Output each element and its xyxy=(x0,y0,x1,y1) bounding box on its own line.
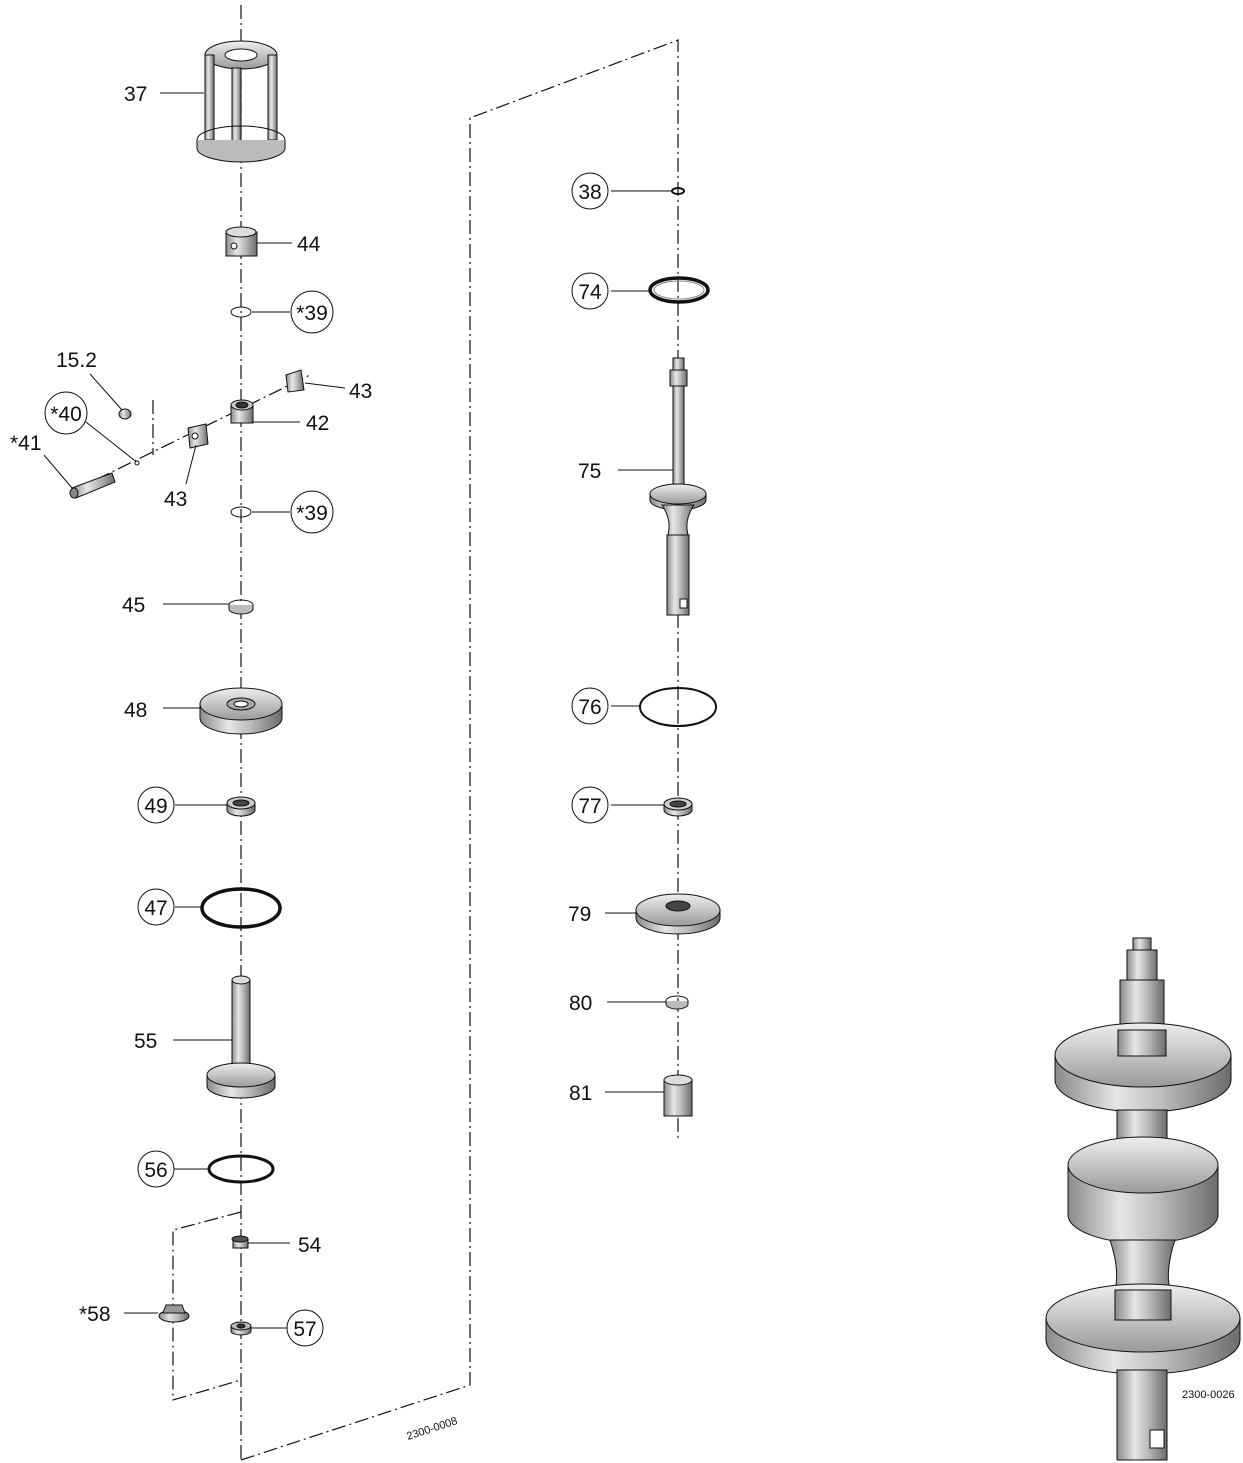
part-80-ring xyxy=(665,995,689,1010)
part-54-insert xyxy=(231,1235,249,1249)
label-77: 77 xyxy=(578,795,601,818)
part-40-ring xyxy=(134,460,140,466)
part-45-ring xyxy=(228,599,254,615)
part-37-cage xyxy=(196,40,286,163)
figure-code-detail: 2300-0026 xyxy=(1182,1389,1235,1401)
part-49-ring xyxy=(226,796,256,817)
figure-code-main: 2300-0008 xyxy=(405,1415,459,1443)
assembly-centerlines xyxy=(74,5,679,1461)
part-44-sleeve xyxy=(225,226,258,257)
label-81: 81 xyxy=(569,1082,592,1105)
label-57: 57 xyxy=(293,1318,316,1341)
part-77-ring xyxy=(663,797,693,817)
label-48: 48 xyxy=(124,699,147,722)
label-79: 79 xyxy=(568,903,591,926)
label-49: 49 xyxy=(144,795,167,818)
part-39-oring-lower xyxy=(230,506,252,518)
label-39-lower: *39 xyxy=(296,502,328,525)
label-15-2: 15.2 xyxy=(56,349,97,372)
label-54: 54 xyxy=(298,1234,322,1257)
leader-lines xyxy=(43,92,673,1329)
label-56: 56 xyxy=(144,1159,167,1182)
part-39-oring-upper xyxy=(230,306,252,318)
part-57-washer xyxy=(230,1321,252,1336)
part-42-bushing xyxy=(230,399,254,424)
label-76: 76 xyxy=(578,696,601,719)
part-labels: 37 44 *39 15.2 43 *40 42 *41 43 *39 45 4… xyxy=(10,83,1235,1443)
part-48-disc xyxy=(199,687,283,735)
label-39-upper: *39 xyxy=(296,302,328,325)
part-76-oring xyxy=(639,687,717,727)
label-40: *40 xyxy=(50,403,82,426)
label-80: 80 xyxy=(569,992,592,1015)
part-15-2-plug xyxy=(118,408,132,420)
label-38: 38 xyxy=(578,181,601,204)
label-37: 37 xyxy=(124,83,147,106)
part-43-clip-left xyxy=(187,423,209,449)
part-75-valve-stem xyxy=(649,357,707,616)
part-58-nut xyxy=(158,1304,190,1323)
part-74-ring xyxy=(648,276,710,304)
label-43-left: 43 xyxy=(164,488,187,511)
label-circles xyxy=(44,172,609,1347)
label-41: *41 xyxy=(10,432,42,455)
part-43-clip-right xyxy=(285,369,305,393)
part-41-pin xyxy=(69,472,116,499)
label-47: 47 xyxy=(144,897,167,920)
label-55: 55 xyxy=(134,1030,157,1053)
part-79-disc xyxy=(635,893,721,935)
part-55-spindle xyxy=(206,975,276,1099)
label-75: 75 xyxy=(578,460,601,483)
assembled-valve-detail xyxy=(1045,937,1241,1461)
label-58: *58 xyxy=(79,1303,111,1326)
part-81-bushing xyxy=(663,1074,693,1117)
label-42: 42 xyxy=(306,412,329,435)
label-44: 44 xyxy=(297,233,321,256)
label-45: 45 xyxy=(122,594,145,617)
label-74: 74 xyxy=(578,281,602,304)
part-47-oring xyxy=(200,887,282,929)
label-43-right: 43 xyxy=(349,380,372,403)
